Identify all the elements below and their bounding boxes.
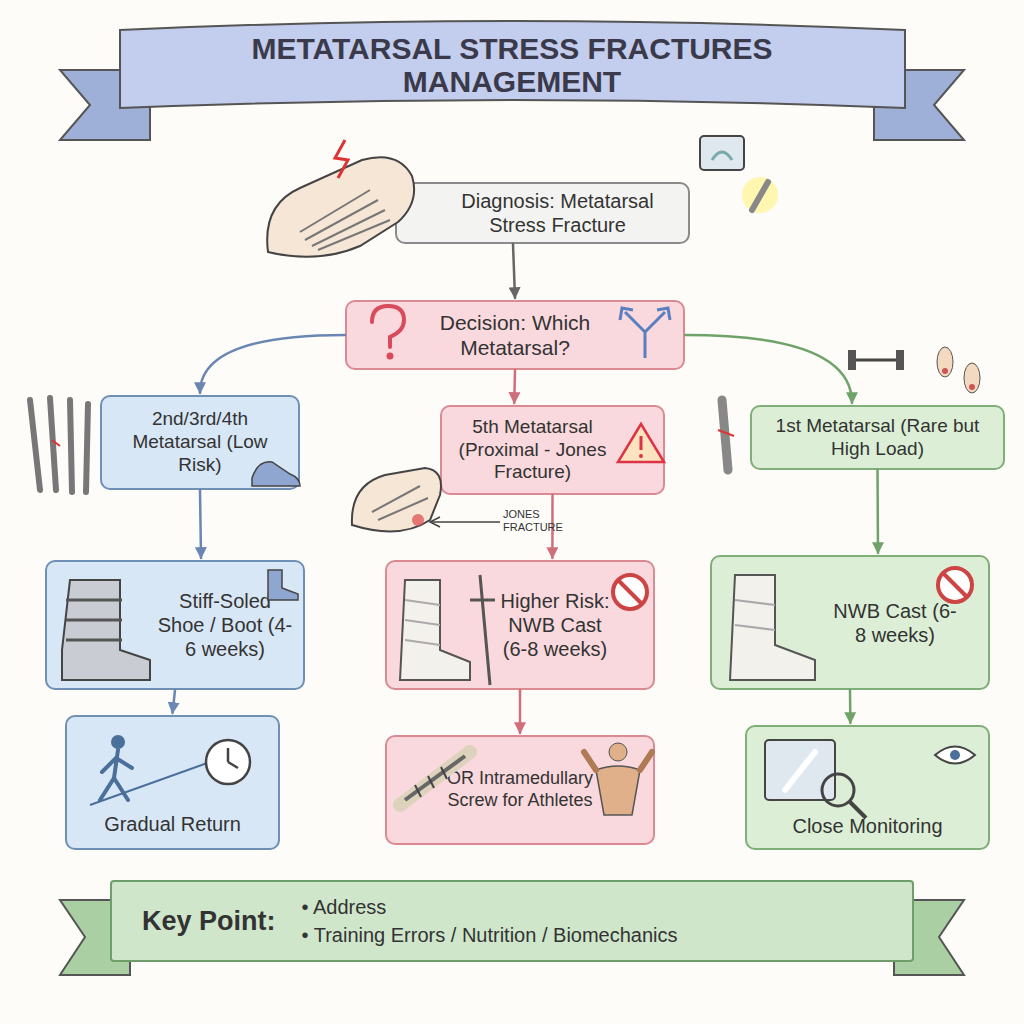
metatarsal-bones-illustration: [30, 398, 88, 492]
bone-glow-icon: [752, 182, 768, 210]
first-metatarsal-bone: [722, 400, 728, 470]
bone-glow-icon: [742, 177, 778, 213]
foot-illustration: [300, 190, 390, 250]
node-text: Key Point:: [142, 905, 276, 937]
node-text: 5th Metatarsal (Proximal - Jones Fractur…: [450, 416, 615, 484]
jones-foot-illustration: [430, 517, 440, 527]
treatment-box: Higher Risk: NWB Cast (6-8 weeks): [385, 560, 655, 690]
first-metatarsal-bone: [718, 430, 734, 436]
flow-arrow: [849, 690, 852, 723]
foot-illustration: [267, 157, 414, 257]
metatarsal-bones-illustration: [30, 398, 88, 492]
key-point-band: Key Point: • Address • Training Errors / N…: [110, 880, 914, 962]
outcome-box: Gradual Return: [65, 715, 280, 850]
footprints-icon: [937, 347, 980, 393]
ribbon-banners: [60, 70, 150, 140]
node-text: Gradual Return: [104, 812, 241, 836]
rare-box: 1st Metatarsal (Rare but High Load): [750, 405, 1005, 470]
jones-foot-illustration: [412, 514, 424, 526]
treatment-box: NWB Cast (6-8 weeks): [710, 555, 990, 690]
xray-monitor-icon: [700, 136, 744, 170]
node-subtext: • Address: [302, 895, 678, 919]
node-text: 2nd/3rd/4th Metatarsal (Low Risk): [112, 408, 288, 476]
flow-arrow: [519, 690, 522, 733]
jones-foot-illustration: [372, 486, 428, 520]
node-text: Diagnosis: Metatarsal Stress Fracture: [437, 189, 678, 237]
footprints-icon: [942, 368, 948, 374]
dumbbell-icon: [848, 350, 856, 370]
node-text: OR Intramedullary Screw for Athletes: [445, 768, 595, 811]
outcome-box: Close Monitoring: [745, 725, 990, 850]
flow-arrow: [200, 490, 201, 558]
title-text: METATARSAL STRESS FRACTURES MANAGEMENT: [150, 30, 874, 100]
dumbbell-icon: [852, 359, 900, 362]
footprints-icon: [964, 363, 980, 393]
node-subtext: • Training Errors / Nutrition / Biomecha…: [302, 923, 678, 947]
node-text: Close Monitoring: [792, 814, 942, 838]
outcome-box: OR Intramedullary Screw for Athletes: [385, 735, 655, 845]
jones-foot-illustration: [432, 521, 500, 523]
node-text: Stiff-Soled Shoe / Boot (4-6 weeks): [157, 589, 293, 661]
footprints-icon: [937, 347, 953, 377]
ribbon-banners: [874, 70, 964, 140]
treatment-box: Stiff-Soled Shoe / Boot (4-6 weeks): [45, 560, 305, 690]
flow-arrow: [173, 690, 176, 713]
xray-monitor-icon: [712, 152, 732, 160]
bone-glow-icon: [742, 177, 778, 213]
bullet-column: • Address • Training Errors / Nutrition /…: [302, 895, 678, 947]
first-metatarsal-bone: [718, 400, 734, 470]
node-text: 1st Metatarsal (Rare but High Load): [762, 415, 993, 461]
foot-illustration: [267, 140, 414, 257]
flow-arrow: [513, 370, 516, 403]
high-risk-box: 5th Metatarsal (Proximal - Jones Fractur…: [440, 405, 665, 495]
flow-arrow: [513, 244, 515, 298]
ribbon-banners: [120, 21, 905, 108]
node-text: Higher Risk: NWB Cast (6-8 weeks): [497, 589, 613, 661]
diagnosis-box: Diagnosis: Metatarsal Stress Fracture: [395, 182, 690, 244]
flow-arrow: [685, 335, 852, 403]
jones-foot-illustration: [352, 468, 441, 531]
decision-box: Decision: Which Metatarsal?: [345, 300, 685, 370]
dumbbell-icon: [896, 350, 904, 370]
xray-monitor-icon: [700, 136, 744, 170]
node-text: Decision: Which Metatarsal?: [407, 310, 623, 360]
node-text: NWB Cast (6-8 weeks): [832, 599, 958, 647]
foot-illustration: [335, 140, 348, 178]
metatarsal-bones-illustration: [52, 440, 60, 446]
flow-arrow: [200, 335, 345, 393]
low-risk-box: 2nd/3rd/4th Metatarsal (Low Risk): [100, 395, 300, 490]
footprints-icon: [969, 384, 975, 390]
callout-label: JONES FRACTURE: [503, 508, 567, 533]
flow-arrow: [876, 470, 879, 553]
dumbbell-icon: [848, 350, 904, 370]
